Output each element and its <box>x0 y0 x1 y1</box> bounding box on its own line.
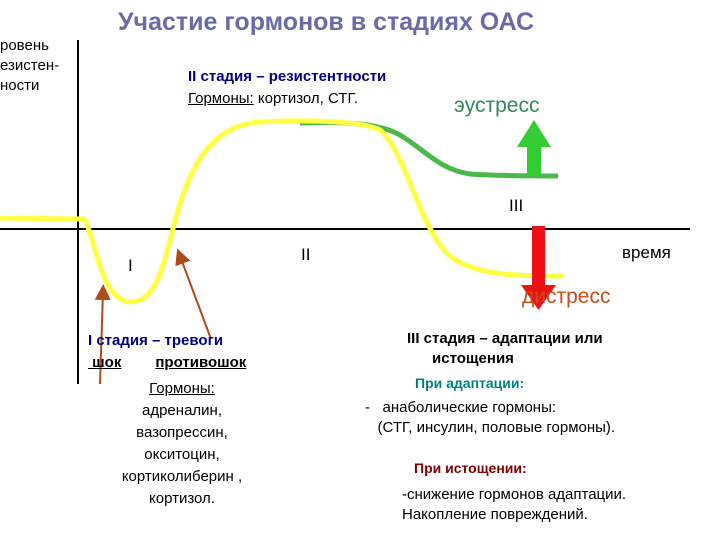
shock-arrow <box>94 284 111 385</box>
stage3-heading: III стадия – адаптации или истощения <box>407 330 603 367</box>
eustress-curve <box>299 119 559 179</box>
stage1-block: I стадия – тревоги шок противошок <box>88 330 246 374</box>
phase-label-2: II <box>301 245 311 264</box>
page-title: Участие гормонов в стадиях ОАС <box>118 8 535 36</box>
countershock-arrow <box>175 248 212 340</box>
adaptation-curve <box>0 118 564 305</box>
stage2-hormones-label: Гормоны: <box>188 90 254 107</box>
eustress-label: эустресс <box>454 94 540 117</box>
stage1-hormones-label: Гормоны: <box>149 380 215 397</box>
distress-label: дистресс <box>522 285 611 308</box>
stage2-heading: II стадия – резистентности <box>188 68 387 85</box>
stage2-hormones-value: кортизол, СТГ. <box>257 90 358 107</box>
adaptation-heading: При адаптации: <box>415 375 525 391</box>
phase-label-3: III <box>509 196 524 215</box>
x-axis-label: время <box>622 243 671 262</box>
countershock-label: противошок <box>155 354 247 371</box>
stage1-hormones: Гормоны: адреналин, вазопрессин, окситоц… <box>112 378 252 510</box>
shock-label: шок <box>92 354 122 371</box>
eustress-arrow <box>517 120 551 175</box>
exhaustion-text: -снижение гормонов адаптации. Накопление… <box>402 486 627 523</box>
distress-arrow <box>521 226 556 310</box>
exhaustion-heading: При истощении: <box>414 460 527 476</box>
stage1-heading: I стадия – тревоги <box>88 332 224 349</box>
phase-label-1: I <box>128 256 133 275</box>
stage2-block: II стадия – резистентности Гормоны: корт… <box>188 66 386 110</box>
stage1-hormones-list: адреналин, вазопрессин, окситоцин, корти… <box>121 402 243 507</box>
adaptation-text: - анаболические гормоны: (СТГ, инсулин, … <box>365 399 616 436</box>
y-axis-label: ровень езистен- ности <box>0 37 60 94</box>
